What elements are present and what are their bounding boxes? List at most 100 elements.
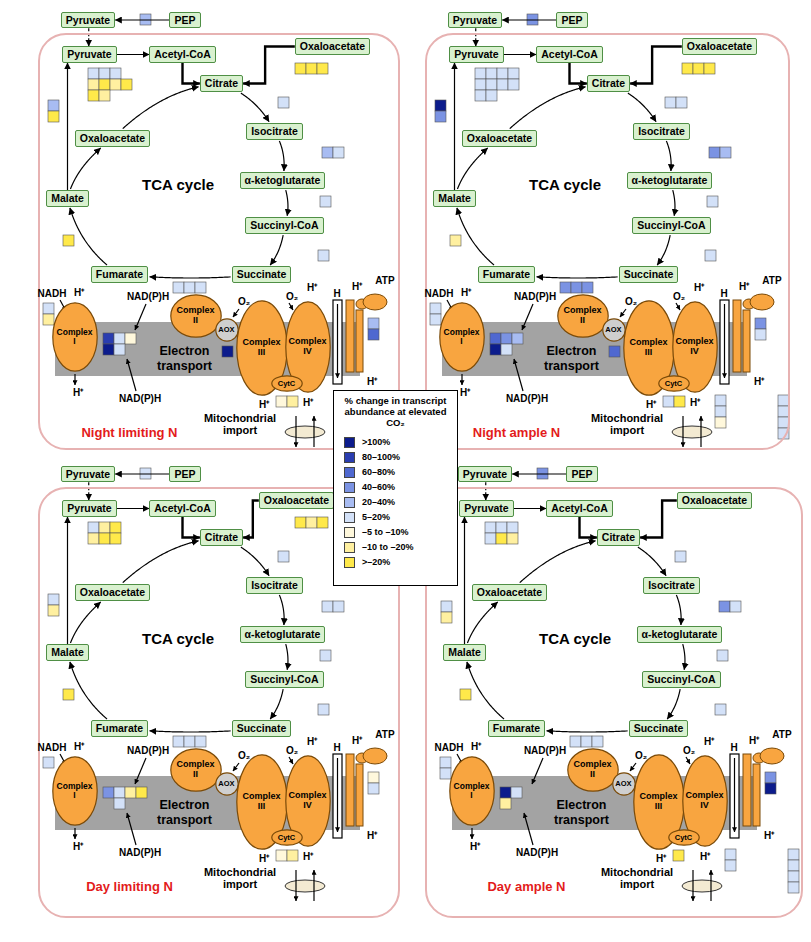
- import-arrow: [710, 870, 711, 901]
- pathway-arrow: [150, 277, 231, 278]
- pathway-arrow: [580, 517, 597, 538]
- node-text: Succinate: [237, 722, 287, 735]
- pathway-arrow: [510, 87, 586, 129]
- node-text: Complex II: [176, 760, 214, 779]
- pathway-arrow: [115, 473, 169, 474]
- expression-square: [486, 90, 497, 101]
- proton-label: H⁺: [73, 841, 83, 852]
- expression-square: [435, 111, 446, 122]
- node-text: Acetyl-CoA: [541, 48, 598, 61]
- expression-square: [317, 517, 328, 528]
- expression-square: [707, 196, 718, 207]
- complex-shape: [52, 302, 96, 370]
- proton-arrow: [337, 304, 338, 378]
- node-text: Pyruvate: [66, 468, 110, 481]
- legend-swatch: [344, 467, 355, 478]
- expression-square: [496, 533, 507, 544]
- expression-square: [368, 772, 379, 783]
- legend-swatch: [344, 557, 355, 568]
- cycle-label: TCA cycle: [142, 177, 214, 194]
- metabolite-box: Citrate: [200, 529, 243, 546]
- metabolite-box: Succinate: [232, 720, 292, 737]
- proton-label: H⁺: [307, 736, 317, 747]
- metabolite-box: PEP: [566, 466, 597, 483]
- metabolite-box: Succinyl-CoA: [245, 217, 323, 234]
- expression-square: [333, 601, 344, 612]
- expression-square: [682, 63, 693, 74]
- node-text: Pyruvate: [454, 48, 498, 61]
- legend-text: 5–20%: [362, 512, 390, 522]
- expression-square: [676, 97, 687, 108]
- node-text: PEP: [174, 14, 195, 27]
- legend-text: 60–80%: [362, 467, 395, 477]
- node-text: CytC: [278, 380, 296, 388]
- pathway-arrow: [270, 689, 283, 719]
- proton-channel: [720, 300, 729, 384]
- expression-square: [306, 517, 317, 528]
- oxygen-arrow: [630, 763, 636, 771]
- expression-square: [512, 333, 523, 344]
- nadph-arrow: [127, 359, 136, 391]
- nadph-arrow: [135, 304, 146, 330]
- expression-square: [460, 689, 471, 700]
- pathway-arrow: [70, 148, 100, 189]
- expression-square: [88, 79, 99, 90]
- node-text: α-ketoglutarate: [642, 628, 718, 641]
- condition-panel: Night ample NPyruvateAcetyl-CoAOxaloacet…: [425, 33, 790, 450]
- expression-square: [486, 79, 497, 90]
- expression-square: [114, 787, 125, 798]
- node-text: Complex II: [573, 760, 611, 779]
- pathway-arrow: [117, 54, 150, 55]
- expression-square: [184, 736, 195, 747]
- proton-arrow: [724, 304, 725, 378]
- node-text: Isocitrate: [638, 125, 685, 138]
- metabolite-box: Malate: [46, 644, 89, 661]
- pathway-arrow: [115, 19, 169, 20]
- pathway-arrow: [520, 541, 596, 583]
- node-text: Complex I: [454, 782, 490, 800]
- legend-swatch: [344, 482, 355, 493]
- proton-arrow: [734, 758, 735, 832]
- legend-swatch: [344, 452, 355, 463]
- atp-synthase: [356, 764, 363, 826]
- expression-square: [88, 533, 99, 544]
- node-text: Oxaloacetate: [80, 132, 145, 145]
- node-text: Oxaloacetate: [477, 586, 542, 599]
- node-text: α-ketoglutarate: [245, 628, 321, 641]
- expression-square: [674, 396, 685, 407]
- pathway-arrow: [241, 547, 269, 576]
- nadph-arrow: [135, 758, 146, 784]
- pathway-arrow: [88, 28, 89, 46]
- pathway-arrow: [150, 731, 231, 732]
- pathway-arrow: [464, 517, 465, 644]
- legend-row: >100%: [340, 435, 451, 450]
- expression-square: [88, 522, 99, 533]
- pathway-arrow: [570, 63, 587, 84]
- metabolite-box: Malate: [46, 190, 89, 207]
- node-text: PEP: [571, 468, 592, 481]
- expression-square: [48, 594, 59, 605]
- expression-square: [278, 551, 289, 562]
- pathway-arrow: [485, 482, 486, 500]
- expression-square: [507, 522, 518, 533]
- atp-synthase: [356, 310, 363, 372]
- legend-row: –10 to –20%: [340, 540, 451, 555]
- complex-shape: [668, 830, 698, 845]
- expression-square: [173, 736, 184, 747]
- oxygen-arrow: [289, 303, 293, 310]
- expression-square: [665, 97, 676, 108]
- node-text: PEP: [174, 468, 195, 481]
- expression-square: [99, 90, 110, 101]
- expression-square: [318, 250, 329, 261]
- node-text: Complex III: [639, 792, 677, 811]
- proton-label: H⁺: [460, 387, 470, 398]
- expression-square: [663, 396, 674, 407]
- pathway-arrow: [279, 141, 284, 171]
- oxidase-circle: AOX: [215, 318, 239, 342]
- condition-panel: Night limiting NPyruvateAcetyl-CoAOxaloa…: [38, 33, 400, 450]
- pathway-arrow: [657, 235, 670, 265]
- pathway-arrow: [628, 93, 656, 122]
- expression-square: [368, 329, 379, 340]
- proton-label: H⁺: [461, 287, 471, 298]
- expression-square: [306, 63, 317, 74]
